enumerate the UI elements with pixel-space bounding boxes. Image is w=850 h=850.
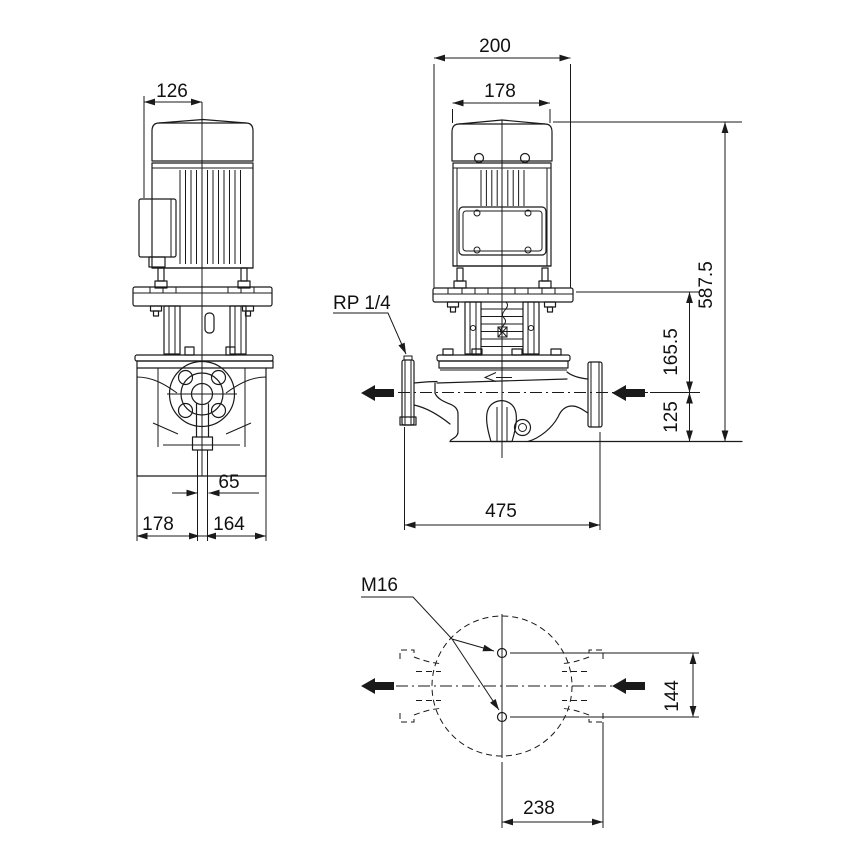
bolt-hole-bottom (496, 711, 508, 723)
terminal-box-front (458, 206, 547, 256)
label-m16: M16 (361, 575, 398, 596)
dim-label-125: 125 (661, 401, 682, 433)
right-port-flange (587, 361, 603, 428)
drain-pipe-side (191, 403, 214, 541)
flow-arrow-outlet-plan (361, 678, 394, 694)
base-plate-front (432, 287, 574, 313)
drain-plug (513, 418, 532, 437)
volute-side (136, 367, 267, 477)
dim-200: 200 (433, 36, 571, 288)
fan-cover-side (151, 118, 254, 162)
dim-label-200: 200 (479, 36, 511, 57)
flange-circle (167, 360, 237, 428)
left-flange-plan (399, 649, 441, 723)
dim-126: 126 (143, 81, 202, 198)
dim-label-65: 65 (218, 472, 239, 493)
nameplate-emblem (497, 326, 508, 338)
dim-label-178-front: 178 (484, 81, 516, 102)
dim-label-144: 144 (662, 680, 683, 712)
dim-178-front: 178 (452, 81, 551, 123)
motor-feet-side (151, 267, 254, 289)
side-view: 126 65 178 164 (132, 81, 274, 541)
dim-label-238: 238 (523, 798, 555, 819)
lantern-side (163, 305, 247, 356)
dim-label-126: 126 (156, 81, 188, 102)
flow-arrow-inlet-plan (612, 678, 645, 694)
base-plate-side (132, 286, 273, 317)
dim-238: 238 (501, 722, 604, 828)
flow-direction-arrow (483, 372, 512, 382)
motor-feet-front (452, 265, 552, 289)
motor-body-side (151, 162, 254, 269)
front-view: RP 1/4 200 178 (333, 36, 743, 530)
dim-label-178-side: 178 (142, 514, 174, 535)
dim-65: 65 (172, 472, 259, 497)
dim-475: 475 (404, 427, 601, 530)
callout-m16: M16 (361, 575, 502, 712)
cable-squiggle (500, 301, 508, 335)
bolt-hole-top (496, 647, 508, 659)
dim-label-1655: 165.5 (661, 328, 682, 376)
dim-144: 144 (510, 652, 699, 718)
plan-view: M16 144 238 (361, 575, 699, 828)
dim-label-475: 475 (485, 501, 517, 522)
seal-housing (486, 400, 517, 443)
motor-fins-side (179, 170, 241, 264)
volute-front (413, 369, 743, 443)
flow-arrow-inlet (612, 385, 645, 401)
dim-178-164: 178 164 (136, 476, 267, 541)
pump-flange-plate-front (436, 354, 571, 369)
dim-label-5875: 587.5 (696, 261, 717, 309)
dim-label-164: 164 (213, 514, 245, 535)
dim-heights: 587.5 165.5 125 (553, 121, 742, 442)
terminal-box-side (138, 198, 177, 268)
callout-rp14: RP 1/4 (333, 293, 410, 356)
left-port-flange (399, 355, 417, 426)
flow-arrow-outlet (361, 385, 394, 401)
motor-fins-front (480, 170, 525, 206)
label-rp14: RP 1/4 (333, 293, 391, 314)
lantern-slats (481, 308, 523, 347)
